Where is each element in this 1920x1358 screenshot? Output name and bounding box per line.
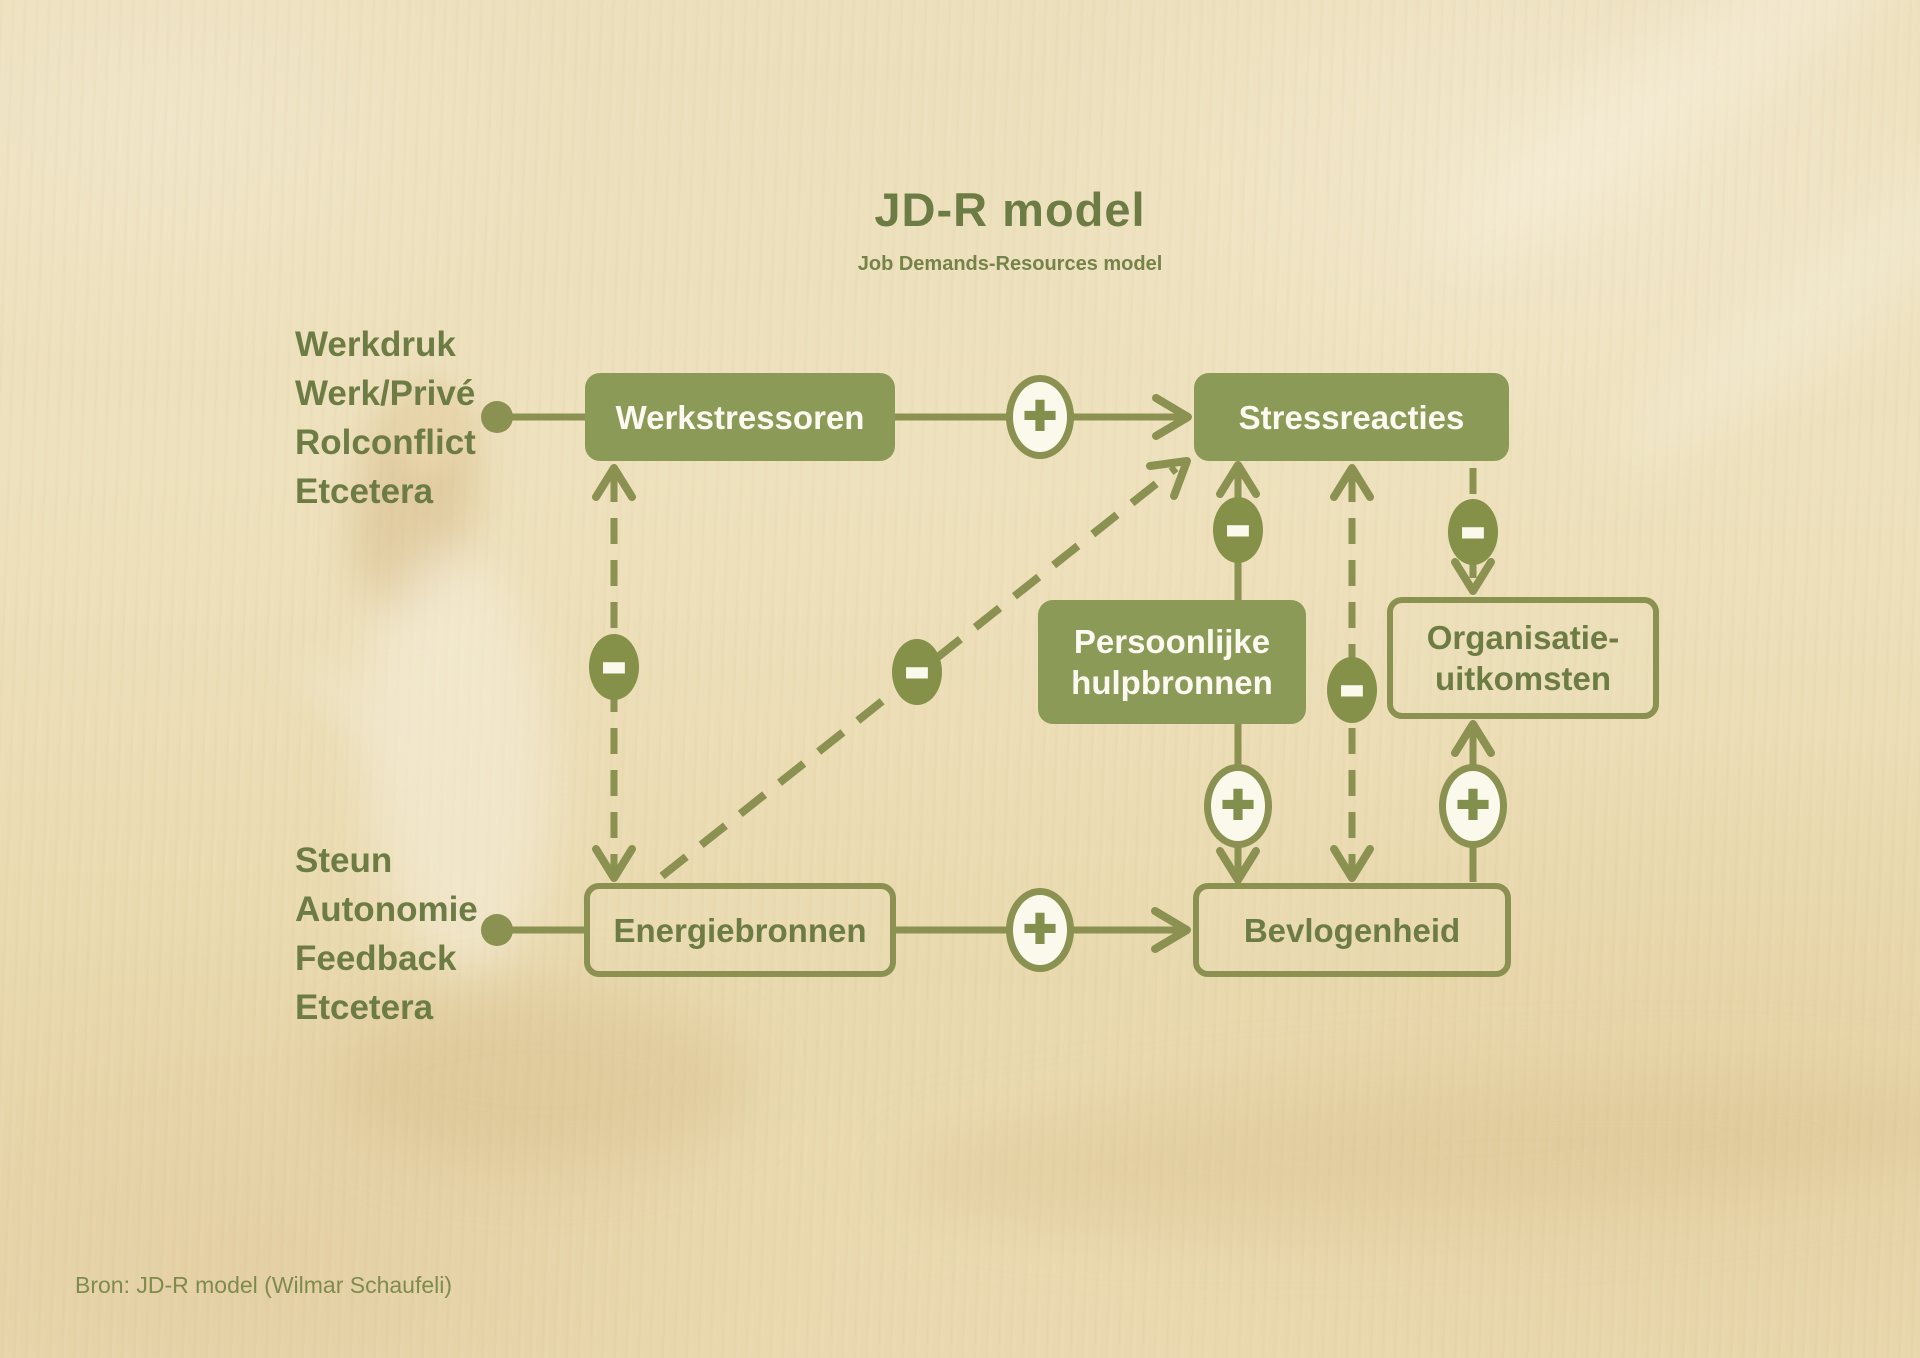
node-label: Werkstressoren [615,398,865,436]
plus-sign-badge: + [1439,764,1507,848]
node-bevlogenheid: Bevlogenheid [1193,883,1511,977]
arrowhead-down-icon [1330,845,1374,882]
job-resources-list: Steun Autonomie Feedback Etcetera [295,836,478,1032]
arrowhead-up-icon [592,464,636,501]
list-item: Steun [295,841,393,880]
page-title: JD-R model [874,183,1146,236]
plus-sign-badge: + [1204,764,1272,848]
plus-sign-badge: + [1006,888,1074,972]
arrowhead-up-icon [1216,461,1260,498]
minus-sign-badge: - [589,621,639,701]
list-item: Werk/Privé [295,374,476,413]
list-item: Etcetera [295,988,434,1027]
node-label: Persoonlijke hulpbronnen [1071,623,1273,701]
arrowhead-right-icon [1151,907,1191,953]
header: JD-R model Job Demands-Resources model [640,182,1380,276]
list-item: Feedback [295,939,457,978]
node-persoonlijke-hulpbronnen: Persoonlijke hulpbronnen [1038,600,1306,724]
node-label: Bevlogenheid [1243,911,1461,949]
arrowhead-down-icon [592,845,636,882]
list-item: Werkdruk [295,325,456,364]
job-demands-list: Werkdruk Werk/Privé Rolconflict Etcetera [295,320,476,516]
arrowhead-down-icon [1451,558,1495,595]
page-subtitle: Job Demands-Resources model [857,253,1163,275]
plus-sign-badge: + [1006,375,1074,459]
node-werkstressoren: Werkstressoren [585,373,895,461]
arrowhead-right-icon [1152,394,1192,440]
arrowhead-up-icon [1330,464,1374,501]
node-label: Stressreacties [1238,398,1465,436]
node-stressreacties: Stressreacties [1194,373,1509,461]
source-credit: Bron: JD-R model (Wilmar Schaufeli) [75,1272,453,1298]
minus-sign-badge: - [1327,644,1377,724]
node-label: Energiebronnen [613,911,867,949]
arrowhead-upright-icon [1146,457,1191,500]
arrowhead-down-icon [1216,847,1260,884]
minus-sign-badge: - [892,626,942,706]
minus-sign-badge: - [1448,486,1498,566]
node-label: Organisatie-uitkomsten [1426,619,1620,697]
background-woman-face [395,395,460,475]
arrowhead-up-icon [1451,720,1495,757]
list-item: Rolconflict [295,423,476,462]
node-organisatie-uitkomsten: Organisatie-uitkomsten [1387,597,1659,719]
node-energiebronnen: Energiebronnen [584,883,896,977]
minus-sign-badge: - [1213,484,1263,564]
background-field-shadow [330,990,750,1170]
list-item: Autonomie [295,890,478,929]
list-item: Etcetera [295,472,434,511]
